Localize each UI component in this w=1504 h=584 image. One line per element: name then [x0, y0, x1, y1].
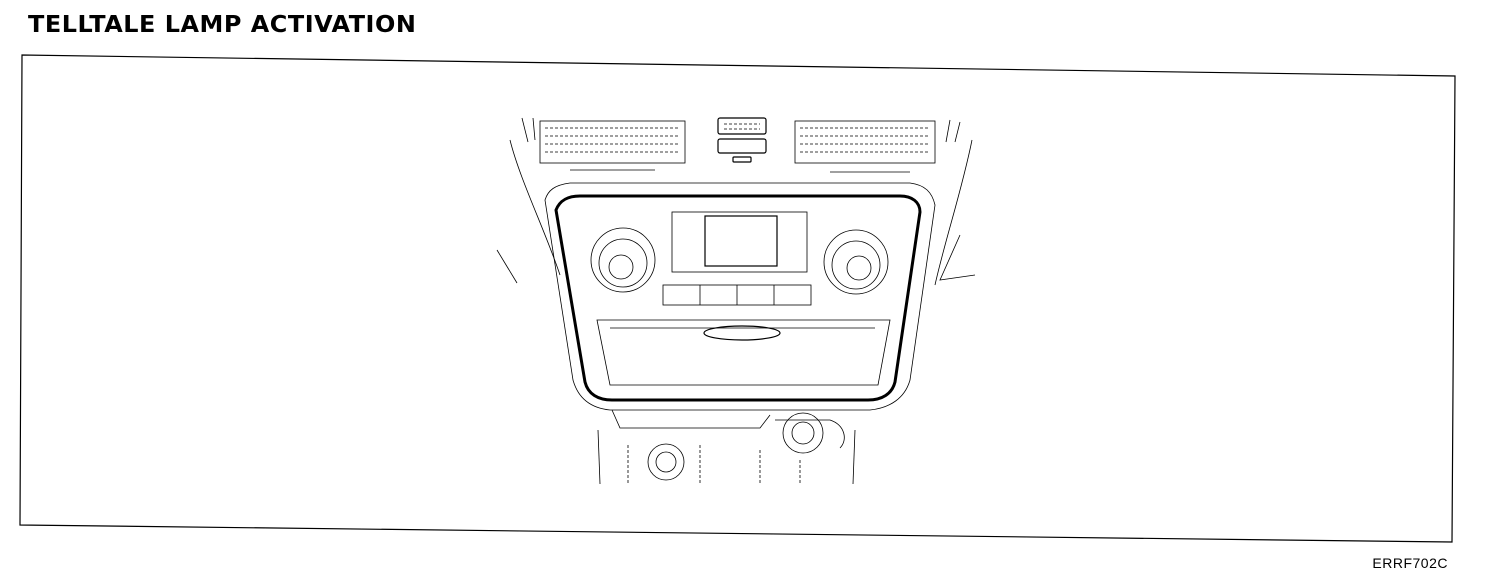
dashboard-outline-right	[934, 139, 973, 286]
center-display	[671, 211, 808, 273]
lower-console	[597, 409, 856, 485]
climate-button-row	[662, 284, 812, 306]
dashboard-contour-left	[496, 249, 518, 284]
figure-border	[19, 54, 1456, 543]
center-fascia-bezel	[544, 182, 936, 411]
right-fan-knob	[823, 229, 889, 295]
dashboard-contour-right	[939, 234, 976, 281]
figure-code: ERRF702C	[1372, 555, 1448, 571]
right-air-vent	[794, 119, 961, 173]
left-air-vent	[521, 117, 686, 171]
lower-storage-tray	[596, 319, 891, 386]
climate-panel-outline	[554, 194, 922, 402]
telltale-lamp-panel	[717, 117, 767, 163]
page-title: TELLTALE LAMP ACTIVATION	[28, 12, 417, 38]
dashboard-outline-left	[509, 139, 561, 276]
left-temperature-knob	[590, 227, 656, 293]
